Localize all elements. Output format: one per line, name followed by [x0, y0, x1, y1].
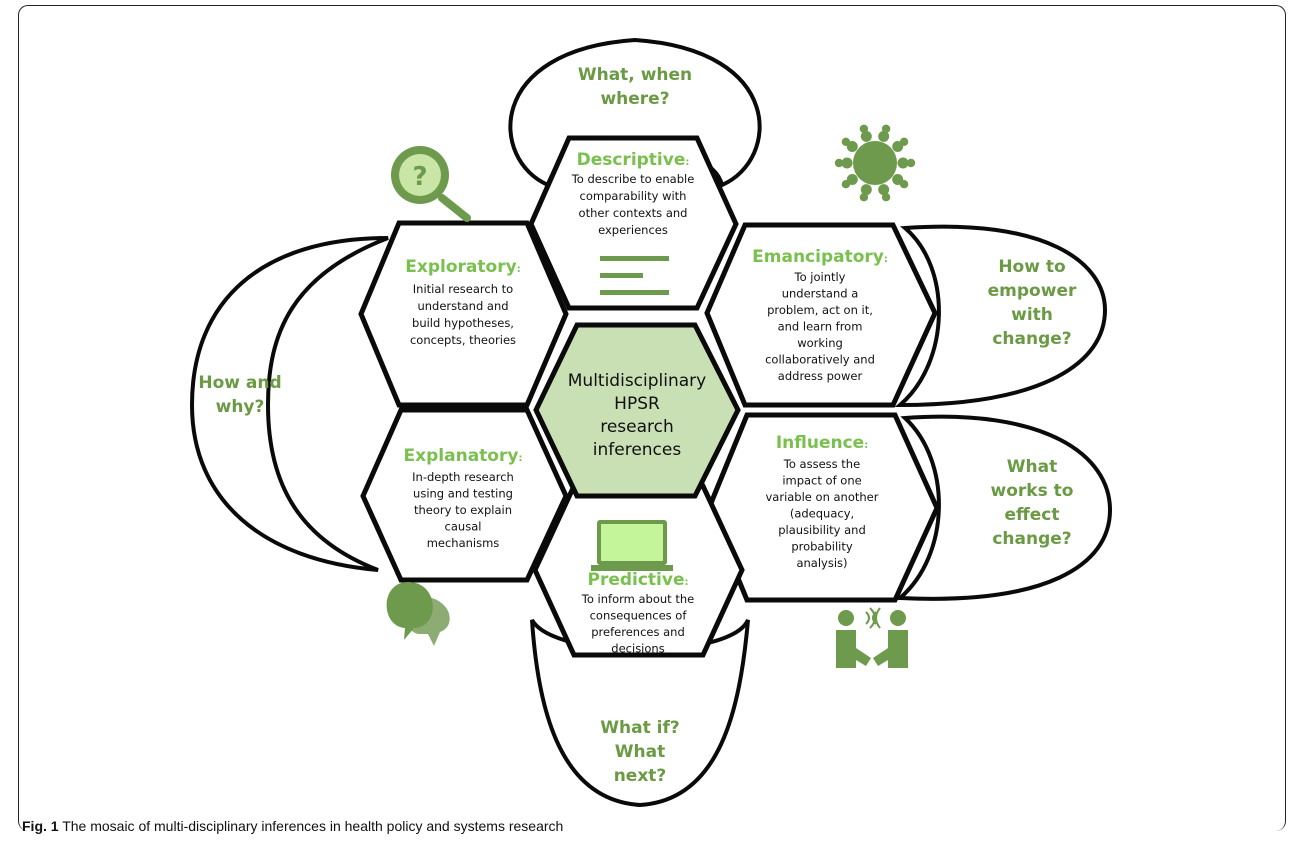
hex-body-line: working: [797, 336, 843, 350]
hex-body-line: problem, act on it,: [767, 303, 873, 317]
hex-body-line: impact of one: [782, 474, 861, 488]
hex-body-line: Initial research to: [413, 282, 513, 296]
question-right-lower-line: works to: [991, 481, 1074, 501]
hex-emancipatory: [704, 222, 938, 408]
hex-body-line: decisions: [611, 642, 664, 656]
person-body: [878, 184, 890, 196]
hex-exploratory: [358, 220, 569, 408]
question-right-lower-line: change?: [992, 529, 1071, 549]
question-bottom-line: What if?: [600, 718, 679, 738]
center-label-line: research: [600, 417, 674, 437]
caption-text: The mosaic of multi-disciplinary inferen…: [58, 818, 564, 834]
hex-text-layer: Descriptive: To describe to enable compara…: [404, 150, 888, 656]
question-right-upper-line: with: [1011, 305, 1053, 325]
hex-body-line: build hypotheses,: [412, 316, 514, 330]
hex-body-line: causal: [445, 520, 482, 534]
hex-body-line: experiences: [598, 223, 668, 237]
left-crescent: [189, 236, 389, 572]
chat-bubbles-icon: [386, 582, 450, 646]
magnifier-question-icon: ?: [391, 146, 471, 222]
question-right-lower-line: effect: [1004, 505, 1059, 525]
hex-body-line: plausibility and: [778, 523, 866, 537]
figure-frame: [18, 5, 1286, 831]
hex-body-line: preferences and: [591, 625, 685, 639]
hex-body-line: and learn from: [778, 320, 863, 334]
question-text-layer: What, when where? How and why? How to empower…: [198, 65, 1077, 786]
community-circle-icon: [834, 124, 916, 202]
person-body: [860, 184, 872, 196]
hex-body-line: consequences of: [590, 609, 688, 623]
hex-body-line: theory to explain: [414, 503, 512, 517]
person-head: [881, 193, 891, 202]
right-upper-crescent: [894, 224, 1108, 408]
hex-body-line: mechanisms: [427, 536, 500, 550]
hex-center: [533, 322, 741, 499]
hex-body-line: address power: [778, 369, 863, 383]
person-head: [859, 193, 869, 202]
person-body: [897, 157, 909, 169]
hex-body-line: concepts, theories: [410, 333, 516, 347]
person-body: [841, 157, 853, 169]
magnifier-glyph: ?: [412, 162, 427, 192]
hex-body-line: In-depth research: [412, 470, 514, 484]
figure-caption: Fig. 1 The mosaic of multi-disciplinary …: [22, 818, 1222, 834]
person-body: [846, 141, 858, 152]
question-top-line: What, when: [578, 65, 692, 85]
hex-body-line: (adequacy,: [790, 507, 854, 521]
center-label-line: Multidisciplinary: [568, 371, 706, 391]
question-left-line: How and: [198, 373, 281, 393]
hex-body-line: understand and: [417, 299, 508, 313]
right-lower-crescent: [894, 414, 1113, 601]
hex-title-descriptive: Descriptive:: [577, 150, 690, 170]
person-head: [881, 124, 891, 133]
question-left-line: why?: [216, 397, 265, 417]
question-bottom-line: What: [615, 742, 665, 762]
hex-title-predictive: Predictive:: [587, 570, 688, 590]
person-head: [906, 158, 916, 168]
hex-body-line: variable on another: [765, 490, 878, 504]
question-right-upper-line: change?: [992, 329, 1071, 349]
hex-descriptive: [528, 135, 739, 311]
center-label-line: HPSR: [614, 394, 660, 414]
question-top-line: where?: [600, 89, 669, 109]
caption-label: Fig. 1: [22, 818, 59, 834]
hex-body-line: collaboratively and: [765, 353, 875, 367]
handshake-icon: [836, 607, 908, 668]
hex-body-line: To inform about the: [581, 592, 694, 606]
hex-title-explanatory: Explanatory:: [404, 446, 523, 466]
person-body: [892, 141, 904, 152]
hex-body-line: probability: [791, 540, 853, 554]
hex-body-line: analysis): [796, 556, 847, 570]
question-right-upper-line: empower: [988, 281, 1077, 301]
center-label-line: inferences: [593, 440, 682, 460]
hex-title-exploratory: Exploratory:: [405, 257, 520, 277]
person-head: [834, 158, 844, 168]
hex-body-line: To assess the: [783, 457, 860, 471]
person-body: [892, 174, 904, 185]
hex-title-emancipatory: Emancipatory:: [752, 247, 888, 267]
laptop-icon: [591, 520, 673, 571]
hex-body-line: To jointly: [794, 270, 846, 284]
hex-body-line: other contexts and: [579, 206, 688, 220]
person-body: [878, 130, 890, 142]
person-body: [860, 130, 872, 142]
hex-body-line: comparability with: [580, 189, 687, 203]
hex-body-line: To describe to enable: [571, 172, 695, 186]
hex-body-line: using and testing: [413, 487, 513, 501]
hex-title-influence: Influence:: [776, 433, 868, 453]
person-body: [846, 174, 858, 185]
question-bottom-line: next?: [614, 766, 667, 786]
hex-explanatory: [360, 407, 569, 583]
hex-body-line: understand a: [782, 287, 859, 301]
question-right-upper-line: How to: [998, 257, 1065, 277]
document-lines-icon: [600, 256, 669, 295]
person-head: [859, 124, 869, 133]
question-right-lower-line: What: [1007, 457, 1057, 477]
